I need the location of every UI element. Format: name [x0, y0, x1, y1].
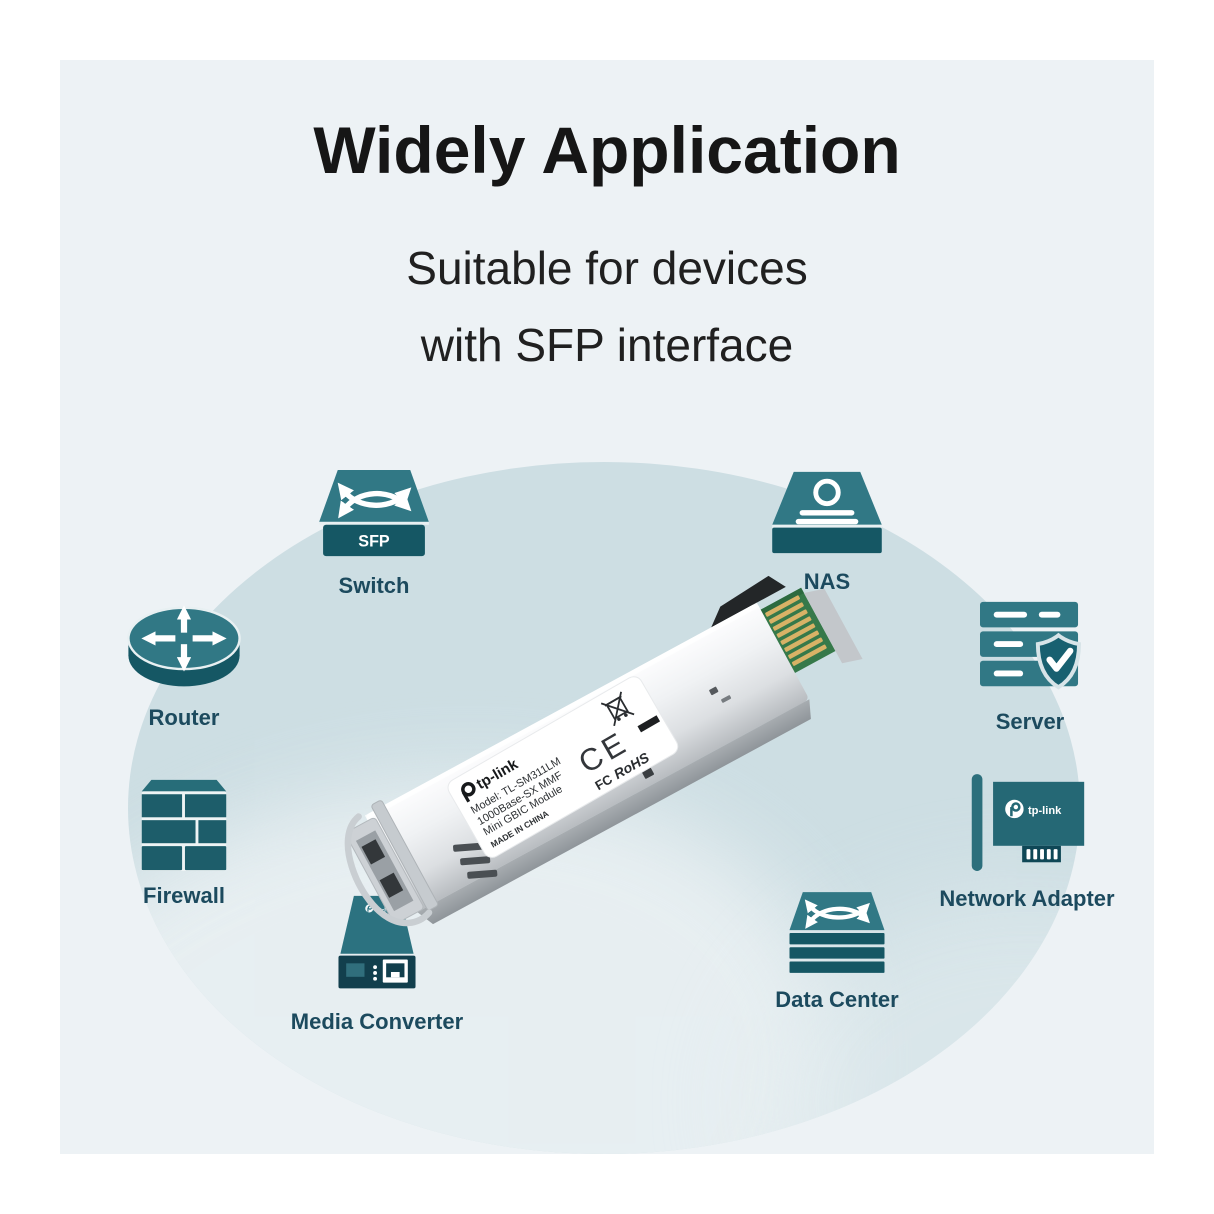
device-label: Network Adapter: [939, 886, 1115, 911]
lc-connector-front: [344, 800, 439, 927]
heatsink-edge: [711, 575, 786, 628]
weee-bin-icon: [600, 691, 635, 727]
device-label: Data Center: [775, 987, 899, 1012]
subtitle-line-1: Suitable for devices: [406, 242, 808, 294]
device-firewall: Firewall: [74, 776, 294, 909]
subtitle-line-2: with SFP interface: [420, 319, 794, 371]
firewall-icon: [141, 779, 227, 872]
pcb-edge-connector: [757, 587, 863, 675]
page-title: Widely Application: [313, 113, 901, 187]
device-label: Server: [995, 709, 1065, 734]
brand-text: tp-link: [376, 906, 396, 913]
switch-icon: SFP: [319, 469, 429, 557]
device-label: Router: [148, 705, 220, 730]
device-label: NAS: [803, 569, 851, 594]
device-network-adapter: tp-link Network Adapter: [912, 772, 1142, 912]
device-router: Router: [74, 602, 294, 731]
tp-link-logo: tp-link: [1005, 799, 1062, 819]
vent-slots: [453, 842, 498, 879]
shield-check-icon: [1035, 632, 1081, 690]
server-icon: [980, 601, 1081, 690]
label-black-bar: [637, 715, 661, 733]
device-label: Firewall: [143, 883, 225, 908]
device-label: Switch: [338, 573, 410, 598]
router-icon: [127, 605, 241, 687]
data-center-icon: [789, 892, 885, 973]
device-data-center: Data Center: [727, 890, 947, 1013]
bail-latch-wire: [344, 813, 433, 927]
device-media-converter: tp-link Media Converter: [267, 894, 487, 1035]
device-server: Server: [920, 598, 1140, 735]
device-label: Media Converter: [290, 1009, 464, 1034]
sfp-module-photo: tp-link Model: TL-SM311LM 1000Base-SX MM…: [344, 575, 863, 927]
network-adapter-icon: tp-link: [971, 774, 1085, 871]
device-nas: NAS: [717, 468, 937, 595]
page-subtitle: Suitable for devices with SFP interface: [0, 230, 1214, 384]
sfp-badge: SFP: [358, 532, 390, 550]
nas-icon: [772, 471, 882, 554]
brand-text: tp-link: [1028, 805, 1062, 817]
device-switch: SFP Switch: [264, 468, 484, 599]
